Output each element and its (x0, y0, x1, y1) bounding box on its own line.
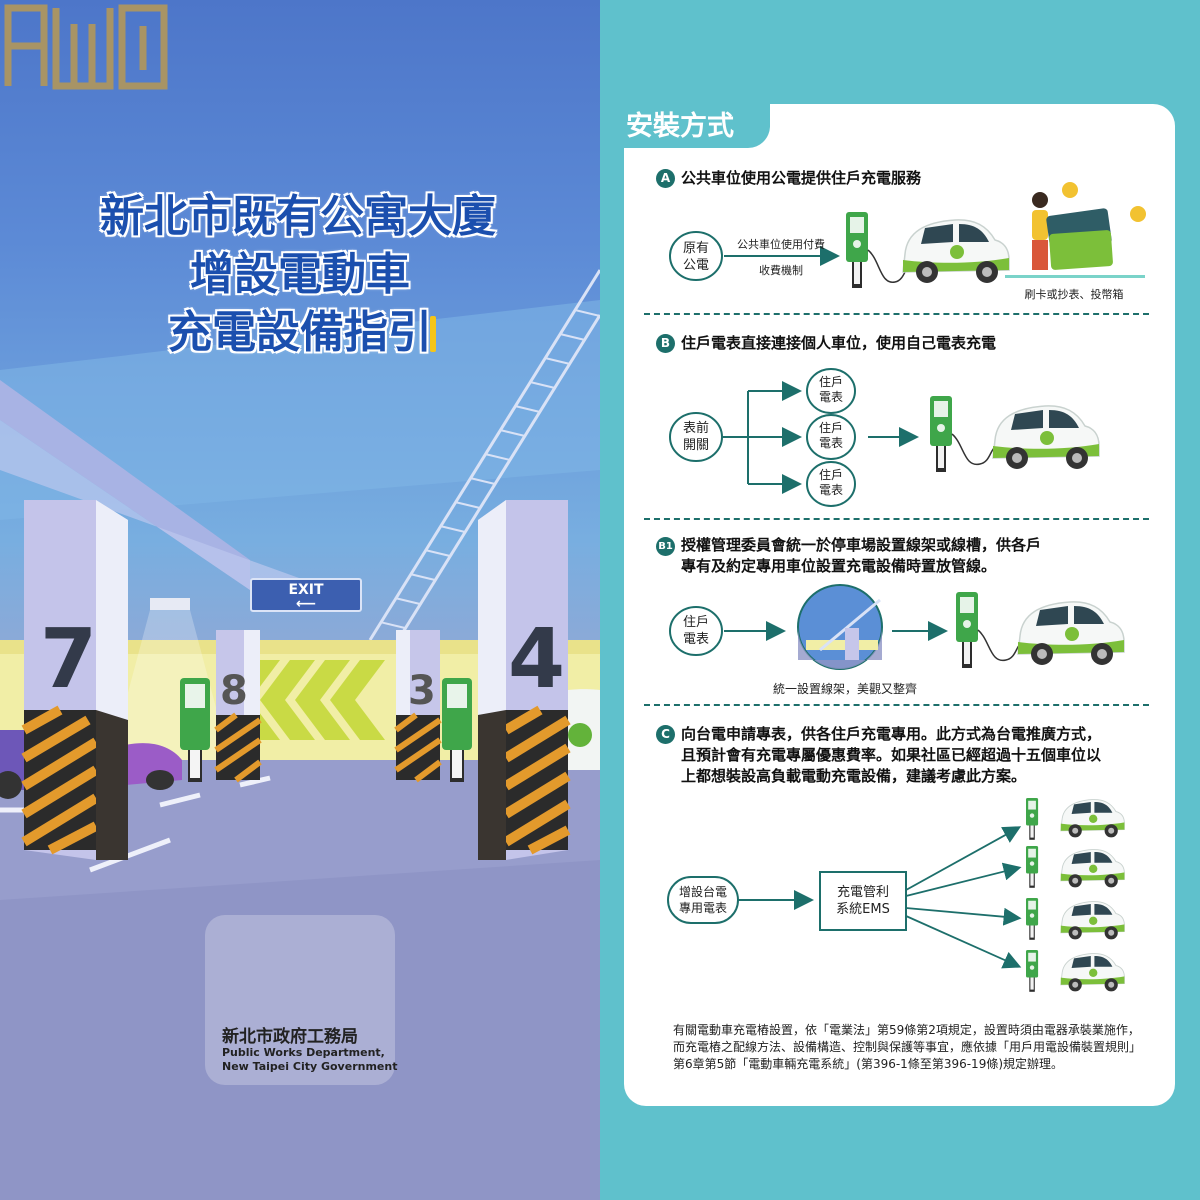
pillar-number-4: 4 (508, 612, 566, 707)
section-c-heading-line-3: 上都想裝設高負載電動充電設備，建議考慮此方案。 (681, 767, 1027, 785)
org-name-cn: 新北市政府工務局 (222, 1027, 358, 1047)
poster: 新北市既有公寓大廈 增設電動車 充電設備指引 EXIT ⟵ 7 8 3 4 新北… (0, 0, 600, 1200)
org-name-en-line-2: New Taipei City Government (222, 1060, 398, 1073)
section-b1-heading-line-1: 授權管理委員會統一於停車場設置線架或線槽，供各戶 (681, 536, 1042, 554)
pillar-number-7: 7 (40, 612, 98, 707)
pillar-number-3: 3 (408, 668, 436, 714)
pillar-8 (214, 630, 262, 783)
poster-title-line-2: 增設電動車 (189, 248, 411, 301)
pillar-3 (394, 630, 442, 783)
section-c-heading: C 向台電申請專表，供各住戶充電專用。此方式為台電推廣方式， (656, 724, 1101, 745)
regulation-note: 有關電動車充電樁設置，依「電業法」第59條第2項規定，設置時須由電器承裝業施作，… (673, 1023, 1142, 1071)
section-c-heading-line-1: 向台電申請專表，供各住戶充電專用。此方式為台電推廣方式， (681, 725, 1102, 743)
arrow-left-icon: ⟵ (295, 596, 317, 612)
purple-car (0, 730, 182, 799)
section-b1-badge: B1 (656, 537, 675, 556)
section-b1-heading: B1 授權管理委員會統一於停車場設置線架或線槽，供各戶 (656, 535, 1041, 556)
divider (644, 313, 1149, 315)
section-c-badge: C (656, 725, 675, 744)
exit-sign: EXIT ⟵ (250, 578, 362, 612)
section-b-heading-text: 住戶電表直接連接個人車位，使用自己電表充電 (681, 334, 997, 352)
section-b-meter-2: 住戶 電表 (818, 421, 843, 450)
section-a-heading: A 公共車位使用公電提供住戶充電服務 (656, 168, 921, 189)
exit-label: EXIT (288, 582, 324, 598)
tab-title: 安裝方式 (626, 111, 734, 142)
poster-title-line-1: 新北市既有公寓大廈 (99, 190, 497, 243)
org-name-en-line-1: Public Works Department, (222, 1046, 385, 1059)
divider (644, 704, 1149, 706)
pillar-4 (478, 500, 571, 860)
section-b-badge: B (656, 334, 675, 353)
pillar-7 (21, 500, 128, 860)
poster-title-line-3: 充電設備指引 (167, 306, 433, 359)
section-b-source-box: 表前 開關 (682, 421, 709, 453)
section-b1-caption: 統一設置線架，美觀又整齊 (772, 682, 917, 696)
section-a-arrow-label-1: 公共車位使用付費 (737, 238, 825, 251)
charger-left (180, 678, 210, 782)
charger-right (442, 678, 472, 782)
section-c-ems-box: 充電管利 系統EMS (836, 885, 890, 917)
section-b-meter-1: 住戶 電表 (818, 375, 843, 404)
section-b1-source-box: 住戶 電表 (682, 615, 709, 647)
section-a-caption: 刷卡或抄表、投幣箱 (1024, 288, 1124, 301)
section-a-heading-text: 公共車位使用公電提供住戶充電服務 (681, 169, 922, 187)
pwd-logo-icon (4, 4, 168, 90)
section-a-arrow-label-2: 收費機制 (759, 264, 803, 277)
section-a-badge: A (656, 169, 675, 188)
section-b-meter-3: 住戶 電表 (818, 468, 843, 497)
section-c-source-box: 增設台電 專用電表 (678, 885, 727, 915)
pillar-number-8: 8 (220, 668, 248, 714)
divider (644, 518, 1149, 520)
section-b1-heading-line-2: 專有及約定專用車位設置充電設備時置放管線。 (681, 557, 997, 575)
parking-garage-illustration (0, 269, 600, 1200)
title-accent-bar (430, 316, 436, 352)
tab-header (610, 100, 770, 148)
green-car-right (568, 689, 600, 770)
section-c-heading-line-2: 且預計會有充電專屬優惠費率。如果社區已經超過十五個車位以 (681, 746, 1102, 764)
section-a-source-box: 原有 公電 (682, 241, 709, 273)
section-b-heading: B 住戶電表直接連接個人車位，使用自己電表充電 (656, 333, 996, 354)
